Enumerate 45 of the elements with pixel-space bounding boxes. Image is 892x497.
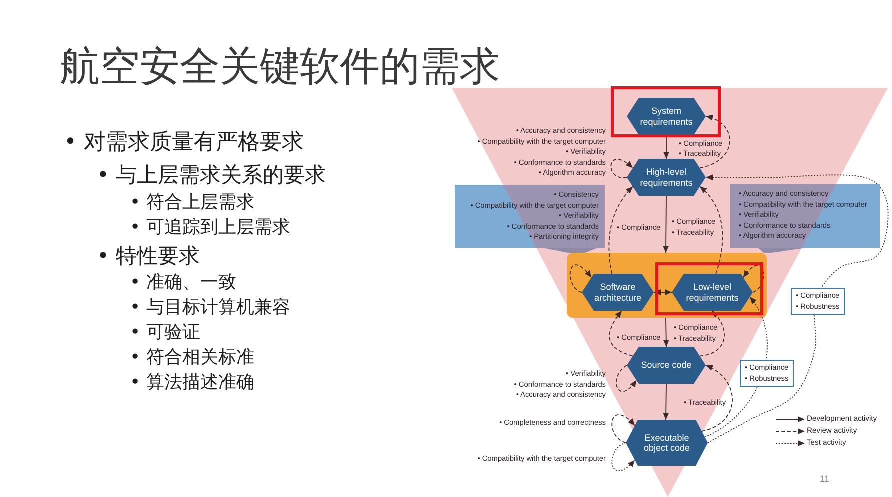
process-hexagon <box>672 274 753 311</box>
double-arrow <box>654 290 672 296</box>
bullet-point-text: • 可验证 <box>130 322 200 344</box>
hexagon-label: Source code <box>640 360 693 371</box>
slide-title: 航空安全关键软件的需求 <box>60 43 500 91</box>
hexagon-label: Software architecture <box>593 282 643 303</box>
process-band <box>567 253 767 318</box>
arrow <box>608 186 634 274</box>
process-hexagon <box>627 347 706 384</box>
arrow <box>702 365 733 432</box>
bullet-point-text: • 算法描述准确 <box>130 372 254 394</box>
loop-arrow <box>612 442 636 472</box>
callout-box <box>455 185 605 253</box>
arrow <box>609 310 634 357</box>
arrow <box>663 196 670 254</box>
arrow <box>700 116 730 169</box>
arrow <box>663 318 670 348</box>
bullet-point-text: • 与目标计算机兼容 <box>130 297 290 319</box>
bullet-point-text: • 准确、一致 <box>130 272 236 294</box>
hexagon-label: Low-level requirements <box>685 282 740 303</box>
loop-arrow <box>570 264 592 293</box>
bullet-point-text: • 符合上层需求 <box>130 192 254 214</box>
process-hexagon <box>626 420 708 466</box>
bullet-point-text: • 特性要求 <box>97 244 200 270</box>
bullet-point-text: • 与上层需求关系的要求 <box>97 163 326 188</box>
bullet-point-text: • 对需求质量有严格要求 <box>64 130 304 156</box>
loop-arrow <box>610 158 634 178</box>
process-hexagon <box>627 98 706 135</box>
bullet-point-text: • 符合相关标准 <box>130 347 254 369</box>
process-hexagon <box>582 274 654 311</box>
arrow <box>664 134 670 160</box>
loop-arrow <box>612 414 636 444</box>
hexagon-label: Executable object code <box>642 432 692 454</box>
loop-arrow <box>616 365 638 392</box>
callout-box <box>730 184 880 253</box>
bullet-point-text: • 可追踪到上层需求 <box>130 217 290 239</box>
arrow <box>700 310 725 357</box>
hexagon-label: System requirements <box>639 106 694 127</box>
hexagon-label: High-level requirements <box>639 167 694 188</box>
arrow <box>700 186 724 274</box>
arrow <box>706 174 889 444</box>
page-number: 11 <box>820 474 830 485</box>
process-hexagon <box>627 159 706 196</box>
loop-arrow <box>742 265 764 293</box>
arrow <box>663 384 670 420</box>
